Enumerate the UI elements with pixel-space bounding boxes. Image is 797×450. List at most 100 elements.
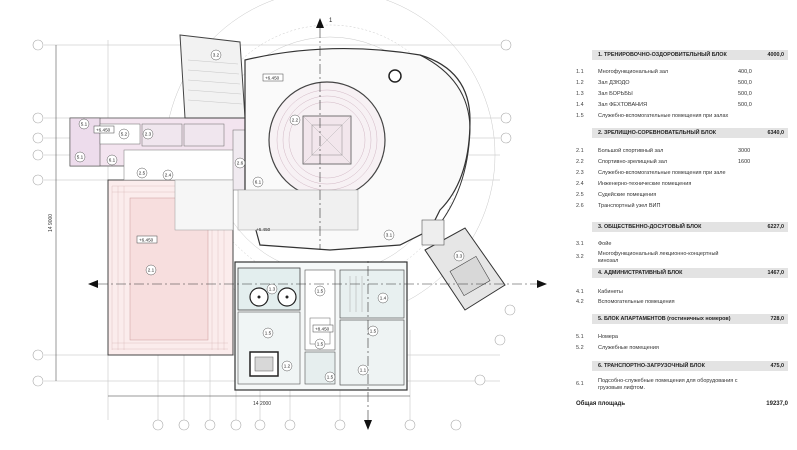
room-tag: 3.3 [453,250,465,262]
room-tag: 1.2 [281,360,293,372]
legend-block-header: 3. ОБЩЕСТВЕННО-ДОСУГОВЫЙ БЛОК 6227,0 [592,222,788,232]
svg-text:3.1: 3.1 [386,233,393,238]
room-tag: 2.2 [289,114,301,126]
block-title: 2. ЗРЕЛИЩНО-СОРЕВНОВАТЕЛЬНЫЙ БЛОК [598,130,717,136]
room-tag: 5.1 [74,151,86,163]
block-area: 475,0 [770,363,785,369]
room-tag: 2.6 [234,157,246,169]
svg-text:5.2: 5.2 [121,132,128,137]
room-tag: 1.4 [377,292,389,304]
room-tag: 1.1 [357,364,369,376]
legend-block-header: 5. БЛОК АПАРТАМЕНТОВ (гостиничных номеро… [592,314,788,324]
room-tag: 6.1 [106,154,118,166]
block-title: 3. ОБЩЕСТВЕННО-ДОСУГОВЫЙ БЛОК [598,224,702,230]
svg-text:5.1: 5.1 [77,155,84,160]
section-marker-west [88,280,98,288]
room-tag: 5.1 [78,118,90,130]
elevation-mark: +6.450 [139,238,154,243]
elevation-mark: +8.450 [315,327,330,332]
svg-text:1.5: 1.5 [370,329,377,334]
svg-text:2.6: 2.6 [237,161,244,166]
room-tag: 2.1 [145,264,157,276]
room-tag: 1.5 [367,325,379,337]
room-tag: 1.5 [262,327,274,339]
svg-text:1.3: 1.3 [269,287,276,292]
room-tag: 1.5 [314,338,326,350]
elevation-mark: +6.450 [265,76,280,81]
room-tag: 3.1 [383,229,395,241]
elevation-mark: +6.450 [256,227,271,232]
room-tag: 1.5 [314,285,326,297]
svg-text:6.1: 6.1 [109,158,116,163]
svg-text:3.2: 3.2 [213,53,220,58]
room-tag: 6.1 [252,176,264,188]
svg-text:1.5: 1.5 [327,375,334,380]
lecture-hall-wedge [179,34,246,119]
total-value: 19237,0 [766,401,788,407]
axis-bubbles [32,39,516,431]
room-tag: 1.5 [324,371,336,383]
svg-text:6.1: 6.1 [255,180,262,185]
floor-plan-drawing: 1 14 2000 14 9000 +6.450 +6.450 +6.450 +… [32,0,547,431]
legend-block-header: 4. АДМИНИСТРАТИВНЫЙ БЛОК 1467,0 [592,268,788,278]
svg-text:3.3: 3.3 [456,254,463,259]
svg-text:2.5: 2.5 [139,171,146,176]
arena [268,81,386,199]
elevation-mark: +6.450 [96,128,111,133]
total-area: Общая площадь 19237,0 [576,401,788,407]
room-tag: 3.2 [210,49,222,61]
block-title: 5. БЛОК АПАРТАМЕНТОВ (гостиничных номеро… [598,316,731,322]
dimension-vertical: 14 9000 [48,214,54,232]
svg-text:1.4: 1.4 [380,296,387,301]
svg-text:1.2: 1.2 [284,364,291,369]
room-tag: 2.5 [136,167,148,179]
room-tag: 1.3 [266,283,278,295]
section-marker-north [316,18,324,28]
legend-block-header: 6. ТРАНСПОРТНО-ЗАГРУЗОЧНЫЙ БЛОК 475,0 [592,361,788,371]
block-area: 1467,0 [767,270,785,276]
block-title: 4. АДМИНИСТРАТИВНЫЙ БЛОК [598,270,683,276]
block-area: 6227,0 [767,224,785,230]
legend-block-header: 1. ТРЕНИРОВОЧНО-ОЗДОРОВИТЕЛЬНЫЙ БЛОК 400… [592,50,788,60]
block-area: 728,0 [770,316,785,322]
svg-text:2.3: 2.3 [145,132,152,137]
svg-text:1.5: 1.5 [265,331,272,336]
room-legend: 1. ТРЕНИРОВОЧНО-ОЗДОРОВИТЕЛЬНЫЙ БЛОК 400… [576,0,791,450]
block-area: 4000,0 [767,52,785,58]
section-marker-south [364,420,372,430]
section-marker-east [537,280,547,288]
svg-text:2.2: 2.2 [292,118,299,123]
svg-text:1.5: 1.5 [317,342,324,347]
room-tag: 2.3 [142,128,154,140]
north-mark-label: 1 [329,18,333,24]
room-tag: 2.4 [162,169,174,181]
dimension-horizontal: 14 2000 [253,401,271,407]
legend-block-header: 2. ЗРЕЛИЩНО-СОРЕВНОВАТЕЛЬНЫЙ БЛОК 6340,0 [592,128,788,138]
block-title: 1. ТРЕНИРОВОЧНО-ОЗДОРОВИТЕЛЬНЫЙ БЛОК [598,52,727,58]
total-label: Общая площадь [576,401,626,407]
svg-text:1.5: 1.5 [317,289,324,294]
stair-circle [388,69,402,83]
svg-text:2.1: 2.1 [148,268,155,273]
block-title: 6. ТРАНСПОРТНО-ЗАГРУЗОЧНЫЙ БЛОК [598,363,705,369]
room-tag: 5.2 [118,128,130,140]
svg-text:5.1: 5.1 [81,122,88,127]
svg-text:1.1: 1.1 [360,368,367,373]
